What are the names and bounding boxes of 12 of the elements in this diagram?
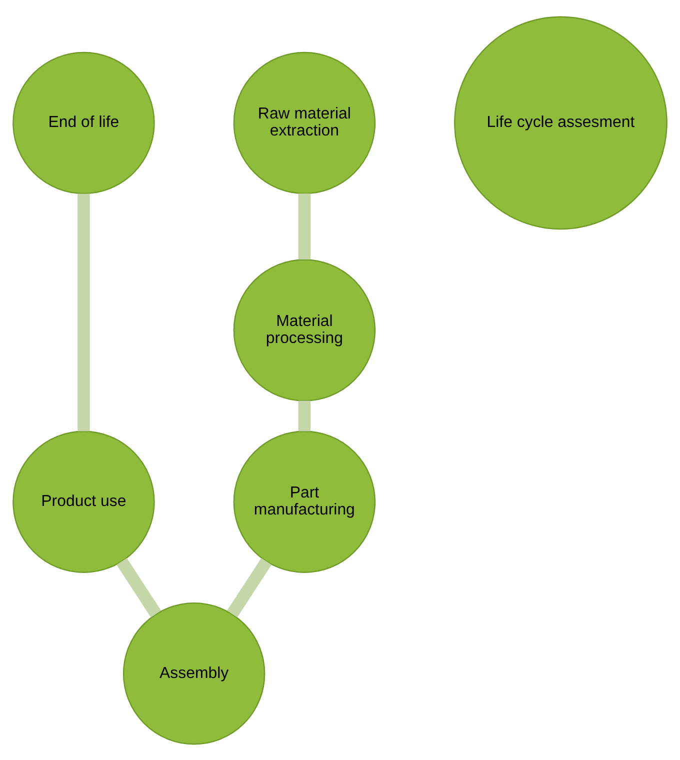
node-circle: Part manufacturing — [233, 430, 376, 573]
connector — [116, 558, 162, 617]
node-circle: Assembly — [122, 602, 266, 744]
node-circle: Raw material extraction — [233, 51, 376, 194]
connector — [78, 193, 90, 431]
node-circle: End of life — [12, 51, 155, 194]
connector — [298, 400, 311, 431]
connector — [226, 558, 272, 617]
node-circle: Product use — [12, 430, 155, 573]
connector — [298, 193, 311, 259]
node-circle: Material processing — [233, 258, 376, 401]
node-circle: Life cycle assesment — [454, 16, 668, 230]
